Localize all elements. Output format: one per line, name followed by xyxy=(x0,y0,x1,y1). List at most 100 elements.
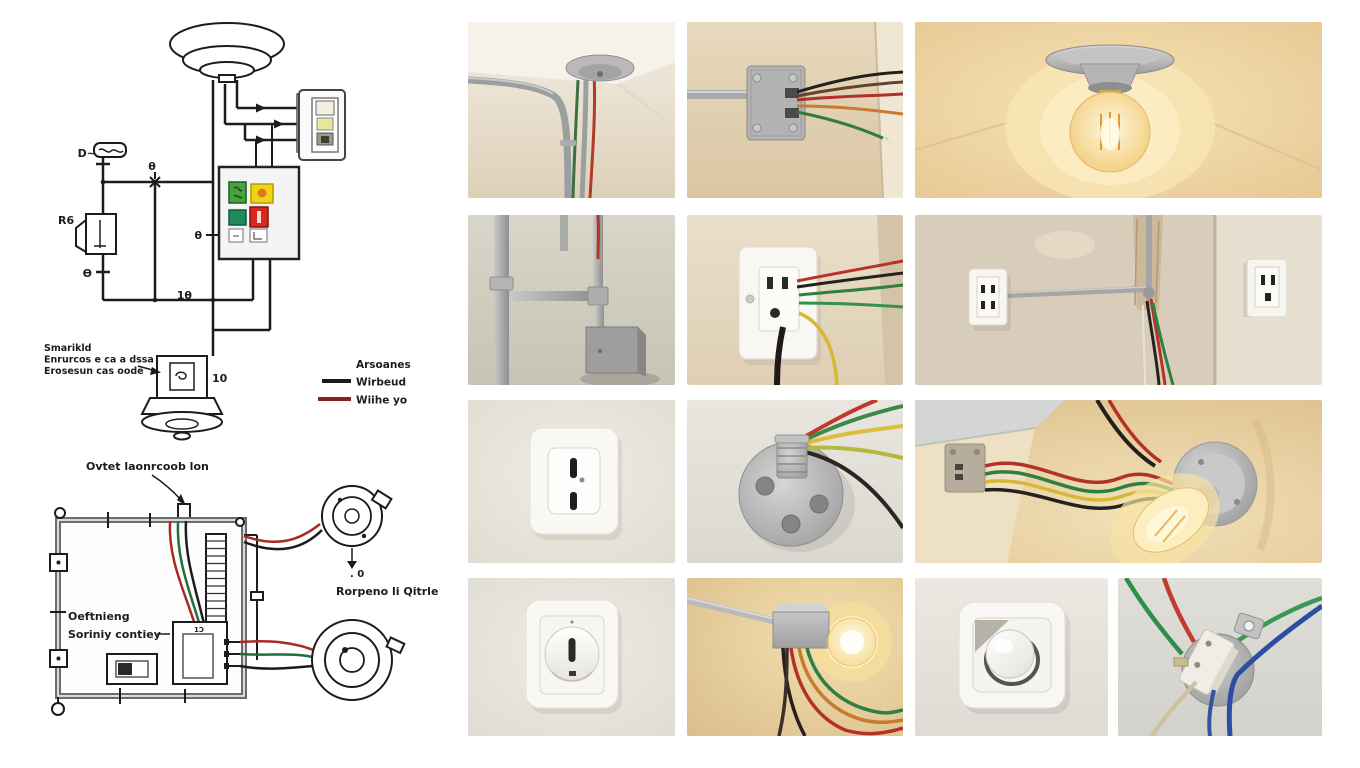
outlet-slot xyxy=(767,277,773,289)
brass-terminal xyxy=(1173,657,1189,667)
conduit xyxy=(687,90,759,99)
conduit xyxy=(560,215,568,251)
slot xyxy=(570,458,577,478)
terminal-circle xyxy=(235,517,245,527)
black-wire xyxy=(1095,400,1157,468)
label-theta-panel: θ xyxy=(194,229,202,242)
label-19: 1θ xyxy=(177,289,193,302)
wire-arrow xyxy=(274,119,284,129)
yellow-wire xyxy=(798,311,839,385)
switch-slot-symbol xyxy=(106,653,158,685)
black-wire xyxy=(239,664,319,670)
black-wire xyxy=(1145,300,1161,385)
green-wire xyxy=(798,283,903,297)
photo-conduit-tee-box xyxy=(468,215,675,385)
slot xyxy=(570,492,577,510)
red-wire xyxy=(789,647,903,736)
legend-label-black: Wirbeud xyxy=(356,377,406,389)
orange-wire xyxy=(797,647,903,725)
ceramic-block xyxy=(1179,629,1239,695)
wiring-diagrams: D~ θ R6 Ɵ θ 1θ 10 Smarikld Enrurcos e ca… xyxy=(44,22,438,716)
photo-wall-lamp-twisted-wires xyxy=(915,400,1322,563)
green-wire xyxy=(798,301,903,309)
diagram-caption: Smarikld Enrurcos e ca a dssa Erosesun c… xyxy=(44,343,154,377)
conduit-clamp xyxy=(560,140,576,146)
recessed-fixture-symbol xyxy=(239,619,406,701)
terminal-circle xyxy=(54,507,66,519)
conduit-horizontal xyxy=(509,291,595,301)
orange-wire xyxy=(796,104,903,116)
label-dot0: . 0 xyxy=(350,569,364,580)
label-r6: R6 xyxy=(58,214,74,227)
label-b: Ɵ xyxy=(83,267,92,280)
beige-wire xyxy=(1150,680,1198,736)
photo-outlet-with-wires xyxy=(687,215,903,385)
panel-teal-button xyxy=(228,209,247,226)
caption-line1: Smarikld xyxy=(44,343,91,354)
bottom-wiring-diagram: Ovtet laonrcoob lon xyxy=(49,460,438,716)
green-wire xyxy=(239,652,317,660)
label-fixture: Rorpeno li Qitrle xyxy=(336,585,438,598)
label-10: 10 xyxy=(212,372,228,385)
wire-arrow xyxy=(256,135,266,145)
junction-plate xyxy=(746,65,806,141)
black-wire xyxy=(781,647,807,736)
top-edge xyxy=(915,400,1065,446)
black-wire xyxy=(796,271,903,289)
conduit-arm xyxy=(687,596,780,626)
red-wire xyxy=(1161,578,1196,644)
red-wire xyxy=(168,520,198,629)
relay-symbol xyxy=(75,213,117,255)
black-wire xyxy=(243,529,323,551)
legend: Arsoanes Wirbeud Wiihe yo xyxy=(318,359,411,407)
photo-dimmer-knob xyxy=(915,578,1108,736)
label-ceiling: Oeftnieng xyxy=(68,610,130,623)
junction-box xyxy=(585,326,639,374)
dial-slot xyxy=(568,638,576,662)
rotary-knob xyxy=(985,629,1035,679)
photo-conduit-arm-bulb xyxy=(687,578,903,736)
yellow-wire xyxy=(802,424,903,446)
conduit-horizontal xyxy=(1006,286,1148,298)
green-wire xyxy=(1124,578,1184,656)
terminal-strip xyxy=(205,533,227,627)
black-wire xyxy=(796,70,903,94)
sconce-fixture-symbol xyxy=(140,355,224,441)
red-wire xyxy=(239,640,319,654)
green-wire xyxy=(796,110,888,142)
label-theta-top: θ xyxy=(148,160,156,173)
label-outlet-callout: Ovtet laonrcoob lon xyxy=(86,460,209,473)
photo-ceiling-bulb-glowing xyxy=(915,22,1322,198)
conduit-elbow xyxy=(1143,287,1155,299)
black-wire xyxy=(804,450,903,530)
green-wire xyxy=(1234,595,1322,644)
outlet-slot xyxy=(782,277,788,289)
conduit-vertical xyxy=(494,215,509,385)
red-wire xyxy=(796,259,903,283)
red-wire xyxy=(1107,400,1163,464)
caption-line2: Enrurcos e ca a dssa xyxy=(44,355,154,366)
white-wire xyxy=(1142,304,1146,385)
safety-control-box: 1Ɔ xyxy=(172,621,240,685)
photo-junction-plate-wires xyxy=(687,22,903,198)
photo-metal-flange-wires xyxy=(687,400,903,563)
label-d: D~ xyxy=(78,147,96,160)
wall-outlet-symbol xyxy=(296,89,346,161)
conduit-coupling xyxy=(489,276,514,291)
caption-line3: Erosesun cas oode xyxy=(44,366,144,377)
terminal-circle xyxy=(51,702,65,716)
legend-label-red: Wiihe yo xyxy=(356,395,407,407)
box-mark: 1Ɔ xyxy=(194,626,204,634)
legend-heading: Arsoanes xyxy=(356,359,411,371)
red-wire xyxy=(588,73,597,198)
green-wire xyxy=(805,647,903,715)
green-wire xyxy=(1151,302,1175,385)
white-wire-stub xyxy=(882,136,894,147)
blue-wire xyxy=(1207,689,1216,736)
tee-fitting xyxy=(587,286,609,306)
conduit xyxy=(579,77,589,198)
red-wire xyxy=(1149,298,1167,385)
corner-wall xyxy=(877,215,903,385)
brown-wire xyxy=(777,647,789,736)
